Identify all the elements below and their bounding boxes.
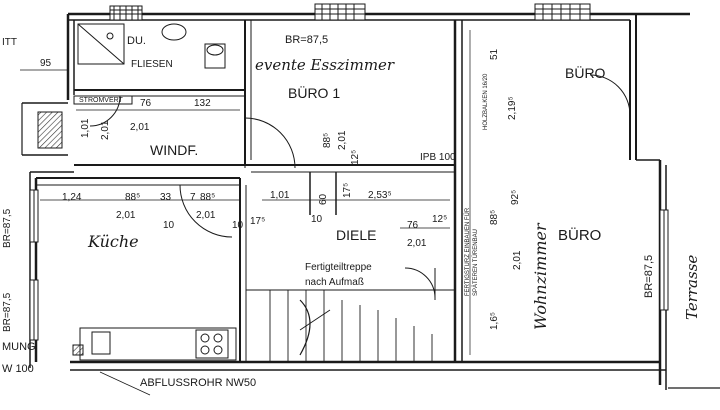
dim-16: 1,6⁵ <box>489 312 500 330</box>
dim-10b: 10 <box>232 220 244 231</box>
dim-201c: 2,01 <box>116 210 136 221</box>
staircase <box>246 289 455 362</box>
dim-253: 2,53⁵ <box>368 190 392 201</box>
label-ipb: IPB 100 <box>420 152 456 163</box>
label-fertigsturz: FERTIGSTURZ EINBAUEN FÜR <box>464 207 471 296</box>
dim-925: 92⁵ <box>510 190 521 205</box>
dim-76b: 76 <box>407 220 419 231</box>
dim-125a: 12⁵ <box>350 150 361 165</box>
dim-132: 132 <box>194 98 211 109</box>
label-mung: MUNG <box>2 341 36 353</box>
dim-201e: 2,01 <box>407 238 427 249</box>
chimney-hatch <box>37 111 63 149</box>
kitchen-fixtures <box>79 327 237 361</box>
dim-51: 51 <box>489 48 500 60</box>
label-treppe-2: nach Aufmaß <box>305 277 364 288</box>
label-fliesen: FLIESEN <box>131 59 173 70</box>
toilet <box>204 43 226 69</box>
label-w100: W 100 <box>2 363 34 375</box>
dim-10c: 10 <box>311 214 323 225</box>
label-wohnzimmer-hand: Wohnzimmer <box>531 222 550 330</box>
dim-95: 95 <box>40 58 52 69</box>
label-treppe-1: Fertigteiltreppe <box>305 262 372 273</box>
label-itt: ITT <box>2 37 17 48</box>
drain-hatch <box>72 344 84 356</box>
dim-885b: 88⁵ <box>125 192 140 203</box>
washbasin <box>161 23 187 41</box>
sink <box>91 331 111 355</box>
dimension-lines <box>20 30 471 355</box>
label-buero-right-top: BÜRO <box>565 64 606 81</box>
dim-7: 7 <box>190 192 196 203</box>
dim-101a: 1,01 <box>80 118 91 138</box>
dim-101b: 1,01 <box>270 190 290 201</box>
label-br-left-bottom: BR=87,5 <box>2 292 13 332</box>
dim-76a: 76 <box>140 98 152 109</box>
dim-125b: 12⁵ <box>432 214 447 225</box>
dim-201-windf: 2,01 <box>100 120 111 140</box>
dim-60: 60 <box>318 193 329 205</box>
dim-10a: 10 <box>163 220 175 231</box>
dim-201a: 2,01 <box>130 122 150 133</box>
dim-201f: 2,01 <box>512 250 523 270</box>
label-esszimmer-hand: evente Esszimmer <box>255 56 395 74</box>
label-stromvert: STROMVERT <box>79 97 124 104</box>
label-br-left-top: BR=87,5 <box>2 208 13 248</box>
label-abfluss: ABFLUSSROHR NW50 <box>140 377 256 389</box>
label-kueche-hand: Küche <box>87 232 139 251</box>
interior-walls <box>36 20 463 362</box>
label-buero: BÜRO <box>558 226 601 244</box>
windows <box>29 3 669 341</box>
label-holzbalken: HOLZBALKEN 16/20 <box>483 73 489 130</box>
dim-33: 33 <box>160 192 172 203</box>
dim-885a: 88⁵ <box>322 133 333 148</box>
dim-175a: 17⁵ <box>250 216 265 227</box>
label-buero1: BÜRO 1 <box>288 84 340 101</box>
label-br-top: BR=87,5 <box>285 34 328 46</box>
label-terrasse-hand: Terrasse <box>683 255 701 320</box>
label-du: DU. <box>127 35 146 47</box>
shower-tray <box>77 23 125 65</box>
label-diele: DIELE <box>336 227 376 243</box>
dim-219: 2,19⁵ <box>507 96 518 120</box>
door-swings <box>89 74 631 300</box>
abfluss-leader <box>99 371 151 396</box>
dim-175b: 17⁵ <box>342 183 353 198</box>
bath-fixtures <box>77 23 226 69</box>
label-windf: WINDF. <box>150 142 198 158</box>
label-br-right: BR=87,5 <box>643 255 655 298</box>
dim-201d: 2,01 <box>196 210 216 221</box>
dim-885d: 88⁵ <box>489 210 500 225</box>
dim-124: 1,24 <box>62 192 82 203</box>
label-spaeteren: SPÄTEREN TÜRENBAU <box>472 229 479 296</box>
dim-885c: 88⁵ <box>200 192 215 203</box>
dim-201b: 2,01 <box>337 130 348 150</box>
labels: ITT 95 DU. FLIESEN BR=87,5 evente Esszim… <box>2 34 701 389</box>
